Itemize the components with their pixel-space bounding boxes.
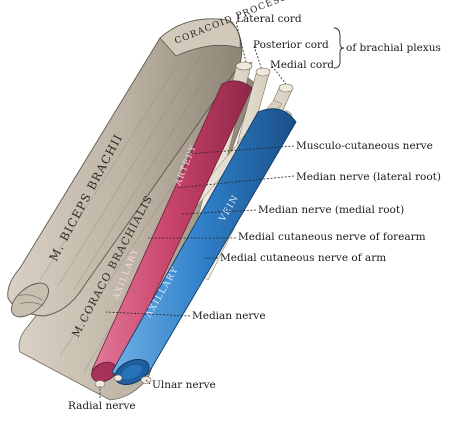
label-medial-cord: Medial cord bbox=[270, 59, 334, 71]
label-median-lateral-root: Median nerve (lateral root) bbox=[296, 171, 441, 183]
label-brachial-plexus: of brachial plexus bbox=[346, 42, 441, 54]
ulnar-nerve-end bbox=[140, 376, 152, 384]
label-musculo-cutaneous-nerve: Musculo-cutaneous nerve bbox=[296, 140, 433, 152]
plexus-bracket bbox=[333, 27, 345, 69]
label-median-nerve: Median nerve bbox=[192, 310, 266, 322]
label-medial-cutaneous-arm: Medial cutaneous nerve of arm bbox=[220, 252, 386, 264]
label-ulnar-nerve: Ulnar nerve bbox=[152, 379, 216, 391]
label-posterior-cord: Posterior cord bbox=[253, 39, 329, 51]
label-medial-cutaneous-forearm: Medial cutaneous nerve of forearm bbox=[238, 231, 426, 243]
median-nerve-end bbox=[113, 374, 123, 382]
muscle-cut-end bbox=[11, 282, 49, 318]
radial-nerve-end bbox=[94, 380, 106, 388]
leader-lines bbox=[99, 21, 295, 398]
label-radial-nerve: Radial nerve bbox=[68, 400, 136, 412]
label-lateral-cord: Lateral cord bbox=[236, 13, 302, 25]
label-median-medial-root: Median nerve (medial root) bbox=[258, 204, 404, 216]
